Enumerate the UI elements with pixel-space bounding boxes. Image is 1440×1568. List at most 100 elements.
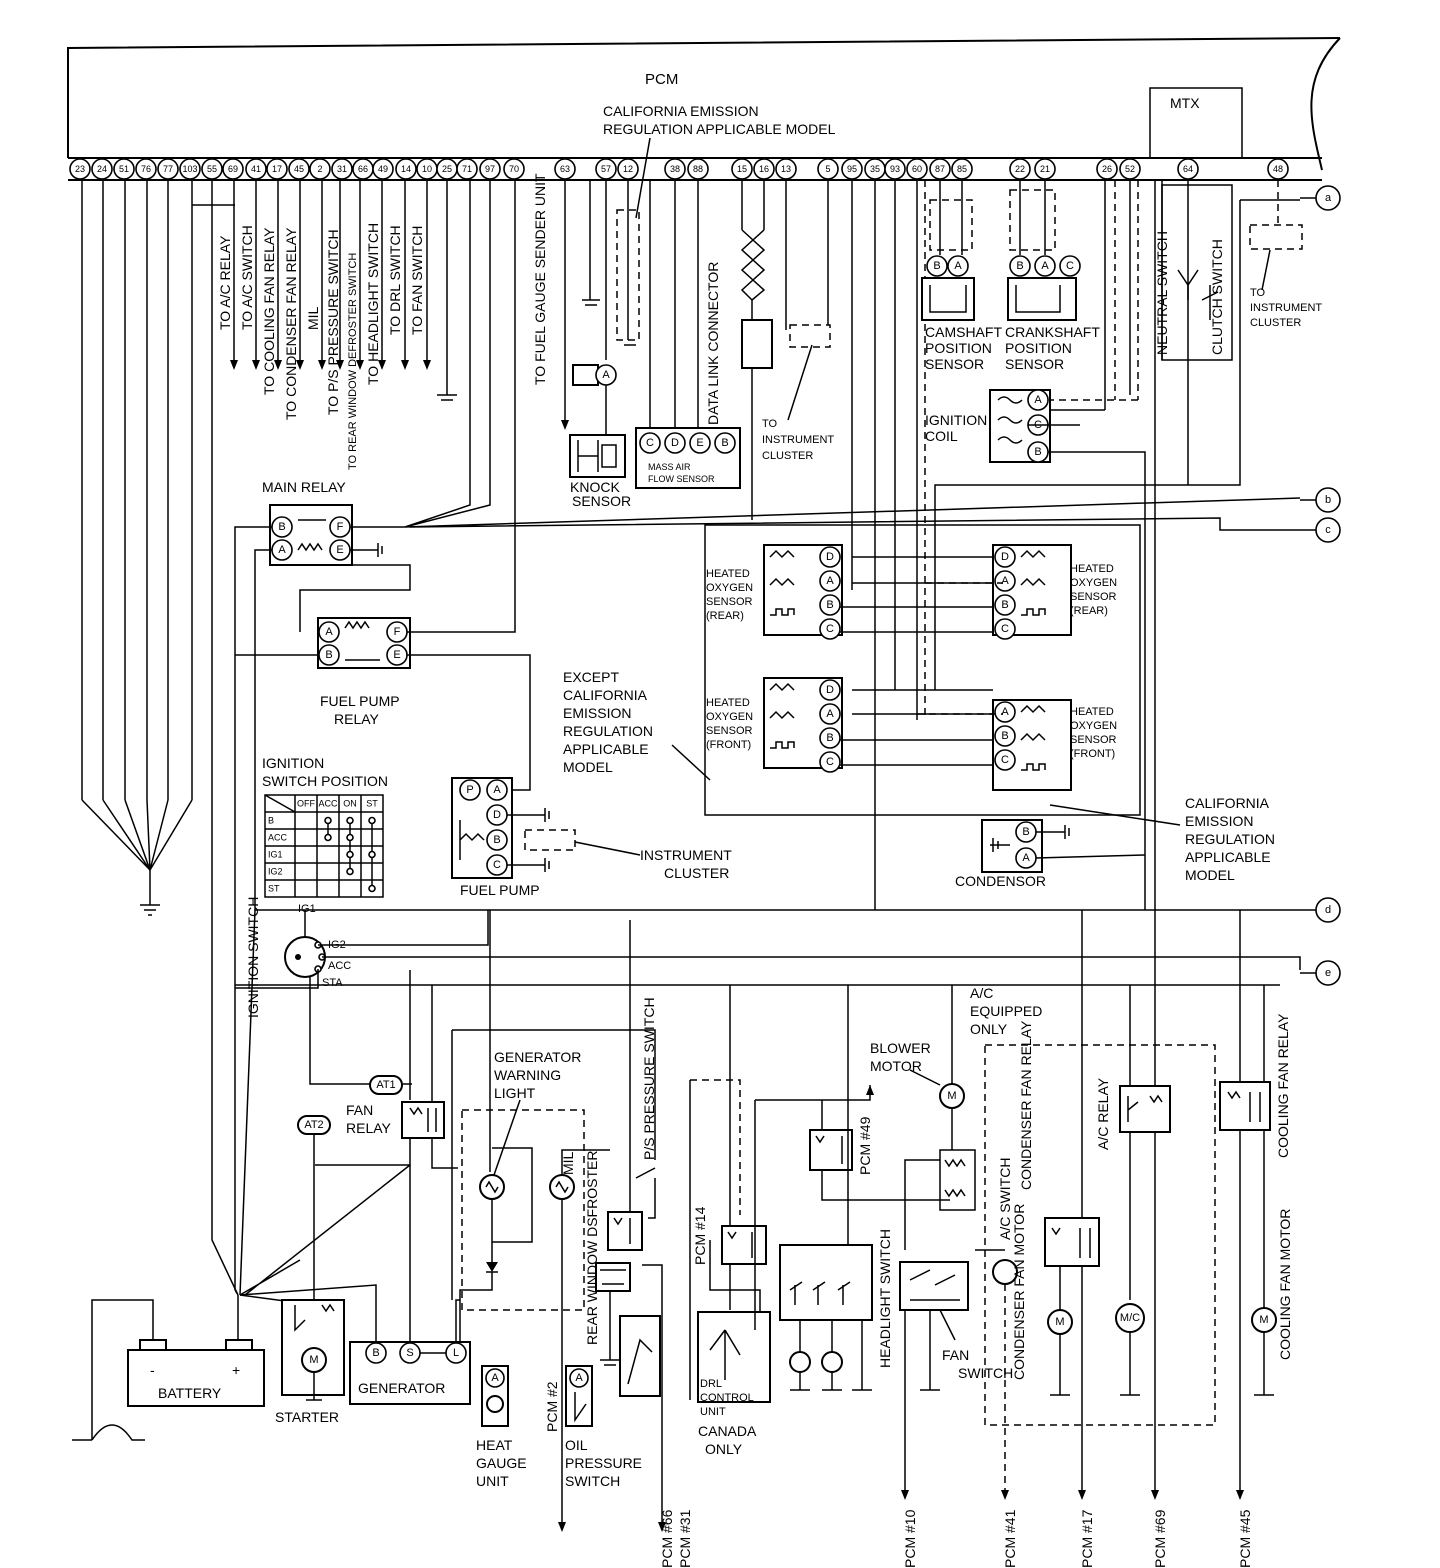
crankshaft-line3: SENSOR	[1005, 356, 1064, 372]
battery-label: BATTERY	[158, 1385, 222, 1401]
svg-text:b: b	[1325, 494, 1331, 506]
canada-line2: ONLY	[705, 1441, 743, 1457]
svg-text:85: 85	[957, 164, 967, 174]
svg-text:B: B	[493, 834, 500, 846]
pcm-terminal-55: 55	[201, 158, 223, 180]
svg-text:M/C: M/C	[1120, 1312, 1140, 1324]
ho2s-front-right: ABC	[992, 699, 1072, 791]
maf-line1: MASS AIR	[648, 462, 691, 472]
label-condenser-fan-motor: CONDENSER FAN MOTOR	[1011, 1204, 1027, 1380]
ho2s-rear-l-2: OXYGEN	[706, 582, 753, 594]
pcm-terminal-10: 10	[416, 158, 438, 180]
label-pcm10: PCM #10	[902, 1509, 918, 1568]
svg-text:103: 103	[182, 164, 197, 174]
svg-text:C: C	[826, 756, 834, 768]
ho2s-front-r-1: HEATED	[1070, 706, 1114, 718]
svg-text:A: A	[1022, 852, 1030, 864]
label-mil-lamp: MIL	[560, 1151, 576, 1175]
power-group: - + BATTERY M STARTER B S L GENERATOR	[72, 370, 471, 1441]
svg-text:B: B	[1001, 730, 1008, 742]
label-pcm2: PCM #2	[544, 1381, 560, 1432]
pcm-terminal-41: 41	[245, 158, 267, 180]
crankshaft-line1: CRANKSHAFT	[1005, 324, 1100, 340]
label-ac-switch: A/C SWITCH	[997, 1158, 1013, 1240]
camshaft-line2: POSITION	[925, 340, 992, 356]
svg-text:C: C	[826, 623, 834, 635]
label-mil: MIL	[305, 306, 321, 330]
switch-header-st: ST	[366, 799, 378, 809]
svg-text:77: 77	[163, 164, 173, 174]
svg-text:c: c	[1325, 524, 1331, 536]
pcm-terminal-2: 2	[309, 158, 331, 180]
label-to-ps-pressure-switch: TO P/S PRESSURE SWITCH	[325, 229, 341, 415]
svg-text:87: 87	[935, 164, 945, 174]
label-headlight-switch: HEADLIGHT SWITCH	[877, 1229, 893, 1368]
except-cal-4: REGULATION	[563, 723, 653, 739]
pcm-terminal-57: 57	[595, 158, 617, 180]
pcm-terminal-49: 49	[372, 158, 394, 180]
svg-text:24: 24	[97, 164, 107, 174]
svg-text:A: A	[278, 544, 286, 556]
ho2s-rear-l-4: (REAR)	[706, 610, 744, 622]
ho2s-rear-l-1: HEATED	[706, 568, 750, 580]
ground-bundle	[81, 180, 235, 916]
label-to-ac-switch: TO A/C SWITCH	[239, 225, 255, 330]
acc-label: ACC	[328, 960, 351, 972]
svg-text:25: 25	[442, 164, 452, 174]
isp-line2: SWITCH POSITION	[262, 773, 388, 789]
ho2s-front-l-4: (FRONT)	[706, 739, 751, 751]
connector-e: e	[1300, 960, 1341, 986]
switch-header-on: ON	[343, 799, 357, 809]
connector-a: a	[1300, 185, 1341, 211]
svg-text:S: S	[406, 1347, 413, 1359]
pcm-terminal-16: 16	[753, 158, 775, 180]
except-cal-2: CALIFORNIA	[563, 687, 648, 703]
svg-text:C: C	[1001, 623, 1009, 635]
svg-text:A: A	[1041, 260, 1049, 272]
ho2s-front-r-4: (FRONT)	[1070, 748, 1115, 760]
svg-text:52: 52	[1125, 164, 1135, 174]
pcm-module: PCM MTX	[67, 37, 1341, 181]
pcm-terminal-76: 76	[135, 158, 157, 180]
condensor-label: CONDENSOR	[955, 873, 1046, 889]
svg-text:C: C	[493, 859, 501, 871]
fuel-pump-relay-line2: RELAY	[334, 711, 380, 727]
except-cal-3: EMISSION	[563, 705, 631, 721]
label-to-fan-switch: TO FAN SWITCH	[409, 226, 425, 335]
pcm-terminal-71: 71	[456, 158, 478, 180]
blower-line2: MOTOR	[870, 1058, 922, 1074]
svg-text:66: 66	[358, 164, 368, 174]
svg-text:A: A	[826, 708, 834, 720]
svg-text:B: B	[1001, 599, 1008, 611]
pcm-terminal-31: 31	[331, 158, 353, 180]
svg-text:L: L	[453, 1347, 459, 1359]
switch-row-st: ST	[268, 884, 280, 894]
svg-text:21: 21	[1040, 164, 1050, 174]
knock-sensor-line2: SENSOR	[572, 493, 631, 509]
drl-line1: DRL	[700, 1378, 722, 1390]
pcm-terminal-51: 51	[113, 158, 135, 180]
ho2s-front-l-3: SENSOR	[706, 725, 753, 737]
svg-text:23: 23	[75, 164, 85, 174]
svg-text:35: 35	[870, 164, 880, 174]
sta-label: STA	[322, 977, 343, 989]
svg-text:97: 97	[485, 164, 495, 174]
pcm-terminal-69: 69	[222, 158, 244, 180]
svg-text:C: C	[1001, 754, 1009, 766]
label-to-rear-window-defroster-switch: TO REAR WINDOW DEFROSTER SWITCH	[347, 253, 359, 470]
switch-row-b: B	[268, 816, 274, 826]
label-ps-pressure-switch: P/S PRESSURE SWITCH	[641, 997, 657, 1160]
drl-line2: CONTROL	[700, 1392, 754, 1404]
pcm-terminal-25: 25	[436, 158, 458, 180]
fuel-pump: P A D B C FUEL PUMP INSTRUMENT CLUSTER	[451, 777, 732, 898]
svg-text:A: A	[575, 1372, 583, 1384]
label-to-ac-relay: TO A/C RELAY	[217, 235, 233, 330]
svg-text:-: -	[150, 1362, 155, 1378]
connector-b: b	[1300, 487, 1341, 513]
gw-line1: GENERATOR	[494, 1049, 581, 1065]
oil-line1: OIL	[565, 1437, 588, 1453]
